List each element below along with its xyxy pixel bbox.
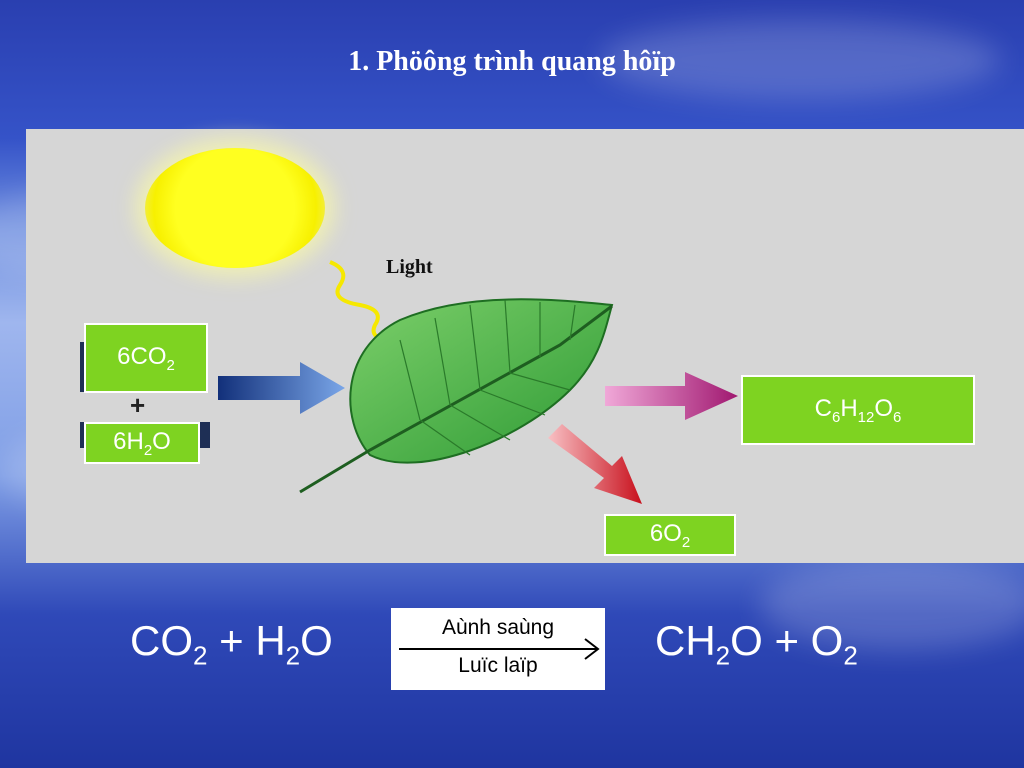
oxygen-arrow-icon xyxy=(548,424,642,504)
condition-chloroplast: Luïc laïp xyxy=(391,654,605,678)
equation-left: CO2 + H2O xyxy=(130,617,333,671)
co2-box: 6CO2 xyxy=(84,323,208,393)
input-arrow-icon xyxy=(218,362,345,414)
oxygen-text: 6O2 xyxy=(650,520,690,551)
equation-right: CH2O + O2 xyxy=(655,617,858,671)
glucose-box: C6H12O6 xyxy=(741,375,975,445)
h2o-box: 6H2O xyxy=(84,422,200,464)
plus-sign: + xyxy=(130,390,145,421)
glucose-arrow-icon xyxy=(605,372,738,420)
co2-text: 6CO2 xyxy=(117,343,175,374)
reaction-condition-box: Aùnh saùng Luïc laïp xyxy=(391,608,605,690)
h2o-text: 6H2O xyxy=(113,428,171,459)
oxygen-box: 6O2 xyxy=(604,514,736,556)
glucose-text: C6H12O6 xyxy=(815,395,902,426)
